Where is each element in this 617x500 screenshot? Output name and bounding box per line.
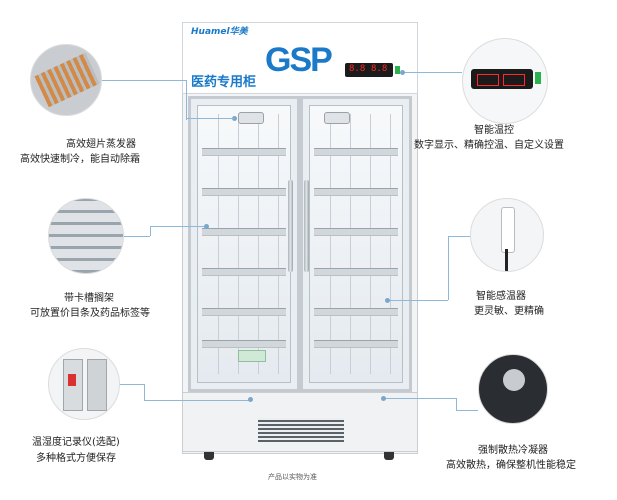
right-glass-door[interactable] (300, 96, 412, 392)
shelf-thumbnail (48, 198, 124, 274)
fan-icon (503, 369, 525, 391)
shelf (314, 340, 398, 348)
callout-line (186, 118, 234, 119)
caster-foot (204, 452, 214, 460)
thermostat-desc: 数字显示、精确控温、自定义设置 (414, 140, 564, 151)
recorder-icon (63, 359, 83, 411)
callout-dot (400, 70, 405, 75)
callout-line (456, 410, 478, 411)
recorder-thumbnail (48, 348, 120, 420)
power-indicator (395, 66, 400, 74)
sensor-icon (501, 207, 515, 253)
footnote: 产品以实物为准 (268, 473, 317, 481)
shelf (314, 188, 398, 196)
callout-line (186, 80, 187, 120)
shelf (202, 188, 286, 196)
recorder-icon (87, 359, 107, 411)
condenser-title: 强制散热冷凝器 (478, 445, 548, 456)
brand-logo-text: Huamel (191, 27, 230, 37)
callout-line (102, 80, 186, 81)
sensor-desc: 更灵敏、更精确 (474, 306, 544, 317)
left-door-handle[interactable] (288, 180, 293, 272)
evaporator-title: 高效翅片蒸发器 (66, 139, 136, 150)
cabinet-header: Huamel华美 医药专用柜 GSP 8.8 8.8 (182, 22, 418, 94)
shelf (314, 148, 398, 156)
callout-dot (232, 116, 237, 121)
evaporator-desc: 高效快速制冷，能自动除霜 (20, 154, 140, 165)
callout-line (448, 236, 470, 237)
shelf (202, 268, 286, 276)
thermostat-title: 智能温控 (474, 125, 514, 136)
callout-line (448, 236, 449, 300)
product-title: 医药专用柜 (191, 75, 257, 90)
fan-icon (238, 112, 264, 124)
sensor-title: 智能感温器 (476, 291, 526, 302)
shelf (314, 228, 398, 236)
right-door-handle[interactable] (304, 180, 309, 272)
callout-line (388, 300, 448, 301)
callout-line (384, 398, 456, 399)
callout-line (144, 384, 145, 400)
callout-dot (381, 396, 386, 401)
fan-icon (324, 112, 350, 124)
thermostat-thumbnail (462, 38, 548, 124)
callout-line (144, 400, 250, 401)
callout-dot (385, 298, 390, 303)
callout-line (456, 398, 457, 410)
shelf (202, 148, 286, 156)
shelf (202, 228, 286, 236)
callout-line (124, 236, 150, 237)
callout-line (120, 384, 144, 385)
vent-grill (258, 418, 344, 442)
gsp-badge: GSP (265, 41, 333, 79)
callout-dot (248, 397, 253, 402)
indicator-icon (535, 72, 541, 84)
shelf (314, 268, 398, 276)
callout-line (150, 226, 151, 236)
recorder-device-icon (238, 350, 266, 362)
recorder-desc: 多种格式方便保存 (36, 453, 116, 464)
temperature-display: 8.8 8.8 (345, 63, 393, 77)
caster-foot (384, 452, 394, 460)
display-readout-2: 8.8 (371, 64, 388, 74)
shelf-title: 带卡槽搁架 (64, 293, 114, 304)
callout-dot (204, 224, 209, 229)
sensor-cable-icon (505, 249, 508, 271)
recorder-title: 温湿度记录仪(选配) (32, 437, 120, 448)
shelf-desc: 可放置价目条及药品标签等 (30, 308, 150, 319)
display-readout-1: 8.8 (349, 64, 366, 74)
callout-line (150, 226, 206, 227)
left-door-glass (197, 105, 291, 383)
brand-logo: Huamel华美 (191, 25, 248, 39)
left-glass-door[interactable] (188, 96, 300, 392)
shelf (314, 308, 398, 316)
brand-logo-cn: 华美 (229, 27, 248, 37)
evaporator-thumbnail (30, 44, 102, 116)
right-door-glass (309, 105, 403, 383)
condenser-desc: 高效散热，确保整机性能稳定 (446, 460, 576, 471)
sensor-thumbnail (470, 198, 544, 272)
condenser-thumbnail (478, 354, 548, 424)
callout-line (404, 72, 462, 73)
shelf (202, 308, 286, 316)
shelf (202, 340, 286, 348)
